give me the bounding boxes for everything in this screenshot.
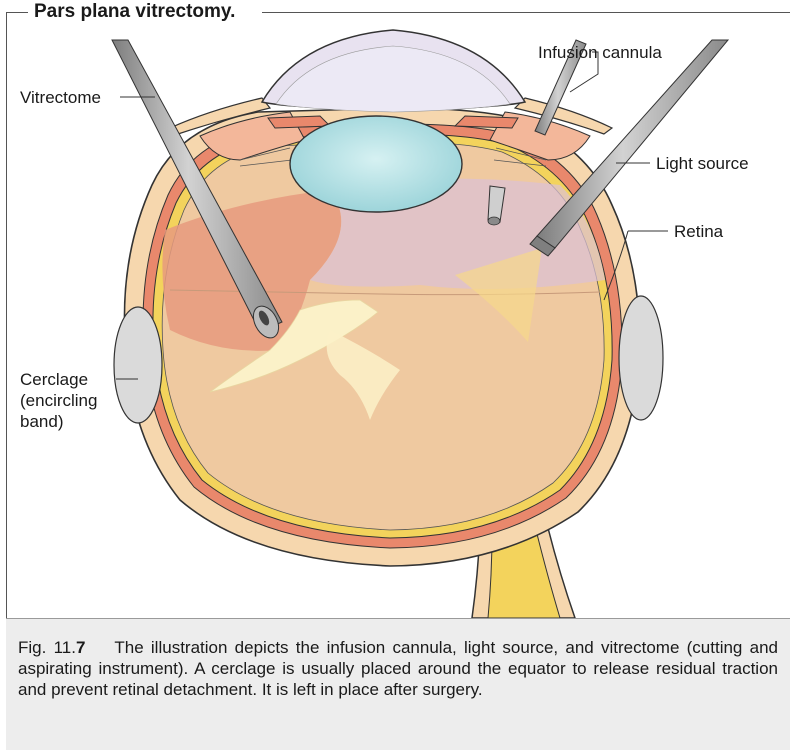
iris-right xyxy=(455,116,518,128)
eye-illustration xyxy=(0,0,790,618)
label-cerclage-line2: (encircling xyxy=(20,390,97,411)
caption-fig-prefix: Fig. 11. xyxy=(18,638,76,657)
cerclage-band-right xyxy=(619,296,663,420)
label-vitrectome: Vitrectome xyxy=(20,87,101,108)
infusion-cannula-opening xyxy=(488,217,500,225)
label-light-source: Light source xyxy=(656,153,749,174)
label-retina: Retina xyxy=(674,221,723,242)
label-cerclage-line3: band) xyxy=(20,411,97,432)
label-cerclage: Cerclage (encircling band) xyxy=(20,369,97,432)
iris-left xyxy=(268,116,330,128)
cerclage-band-left xyxy=(114,307,162,423)
caption-fig-number: 7 xyxy=(76,638,85,657)
lens xyxy=(290,116,462,212)
figure-caption: Fig. 11.7 The illustration depicts the i… xyxy=(18,637,778,700)
label-infusion-cannula: Infusion cannula xyxy=(538,42,662,63)
label-cerclage-line1: Cerclage xyxy=(20,369,97,390)
caption-text: The illustration depicts the infusion ca… xyxy=(18,638,778,699)
